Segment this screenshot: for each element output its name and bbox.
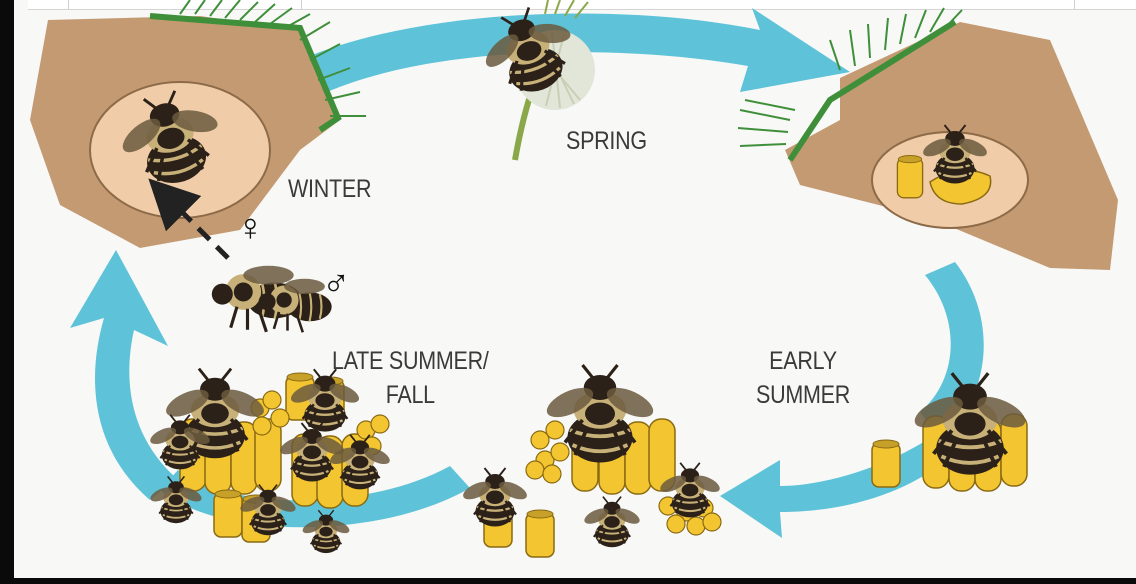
female-symbol: ♀ (236, 206, 264, 250)
stage-label-line: LATE SUMMER/ (332, 344, 489, 378)
stage-label-late-summer-fall: LATE SUMMER/ FALL (332, 344, 489, 412)
stage-label-spring: SPRING (566, 124, 647, 158)
winter-burrow (30, 0, 366, 248)
stage-label-line: FALL (332, 378, 489, 412)
male-symbol: ♂ (322, 262, 350, 306)
stage-label-early-summer: EARLY SUMMER (756, 344, 850, 412)
stage-label-winter: WINTER (288, 172, 371, 206)
worker-brood-cluster (461, 365, 723, 557)
stage-label-line: EARLY (756, 344, 850, 378)
stage-label-line: SUMMER (756, 378, 850, 412)
